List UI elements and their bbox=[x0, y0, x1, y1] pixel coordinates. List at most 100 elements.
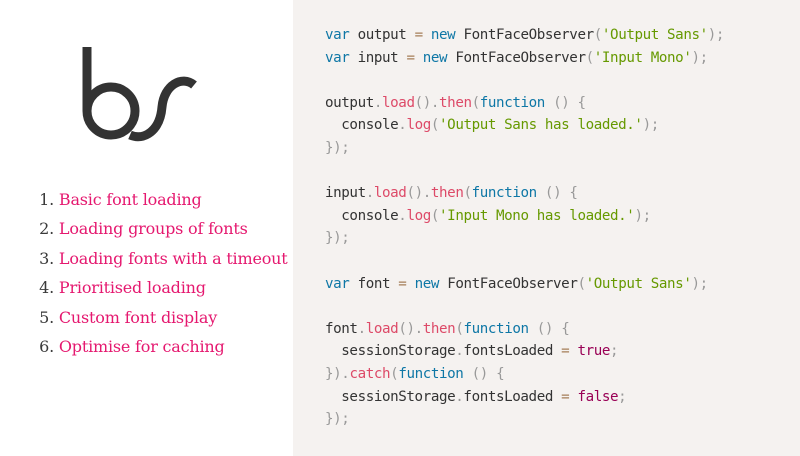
code-token: ; bbox=[642, 207, 652, 224]
code-line bbox=[325, 295, 724, 318]
code-line: input.load().then(function () { bbox=[325, 182, 724, 205]
code-line: sessionStorage.fontsLoaded = true; bbox=[325, 340, 724, 363]
code-token: (). bbox=[398, 320, 423, 337]
nav-item-link[interactable]: Optimise for caching bbox=[58, 336, 225, 356]
code-token: then bbox=[430, 185, 464, 202]
code-line: var input = new FontFaceObserver('Input … bbox=[325, 47, 724, 70]
code-token: ; bbox=[610, 343, 619, 360]
nav-item-link[interactable]: Prioritised loading bbox=[58, 278, 206, 298]
code-block: var output = new FontFaceObserver('Outpu… bbox=[325, 24, 724, 431]
code-token: load bbox=[373, 185, 407, 202]
code-token: input bbox=[325, 185, 366, 202]
code-token: ( bbox=[471, 94, 481, 111]
code-line: console.log('Output Sans has loaded.'); bbox=[325, 114, 724, 137]
code-token: { bbox=[577, 94, 587, 111]
code-token: () bbox=[544, 185, 562, 202]
code-token: FontFaceObserver bbox=[447, 49, 586, 66]
code-token: then bbox=[422, 320, 456, 337]
code-token: ; bbox=[618, 388, 627, 405]
nav-item-number: 5. bbox=[39, 307, 54, 327]
code-token bbox=[463, 366, 471, 382]
code-token: var bbox=[325, 49, 350, 66]
code-line: sessionStorage.fontsLoaded = false; bbox=[325, 386, 724, 409]
code-token: new bbox=[430, 27, 456, 43]
code-token: log bbox=[406, 207, 431, 224]
nav-item-link[interactable]: Loading fonts with a timeout bbox=[58, 248, 288, 268]
nav-item-5[interactable]: 5. Custom font display bbox=[30, 308, 287, 337]
nav-item-3[interactable]: 3. Loading fonts with a timeout bbox=[30, 248, 288, 278]
code-token: ; bbox=[650, 117, 660, 134]
code-token: ) bbox=[691, 275, 700, 292]
code-token bbox=[545, 95, 553, 111]
nav-item-6[interactable]: 6. Optimise for caching bbox=[30, 337, 287, 366]
code-token: () bbox=[553, 94, 570, 111]
code-token: ; bbox=[715, 27, 725, 43]
code-token: FontFaceObserver bbox=[439, 275, 578, 292]
code-token bbox=[488, 366, 496, 382]
code-token: (). bbox=[414, 94, 440, 111]
code-token: 'Output Sans' bbox=[585, 275, 692, 292]
nav-item-4[interactable]: 4. Prioritised loading bbox=[30, 278, 287, 307]
code-token: var bbox=[325, 275, 350, 292]
code-line bbox=[325, 69, 724, 92]
nav-item-link[interactable]: Loading groups of fonts bbox=[58, 219, 248, 239]
code-token: ( bbox=[593, 27, 603, 43]
code-token: function bbox=[479, 94, 546, 111]
code-token: ( bbox=[430, 117, 440, 134]
code-token: fontsLoaded bbox=[463, 388, 562, 405]
code-token: . bbox=[365, 185, 375, 202]
code-token: load bbox=[382, 94, 415, 111]
code-token bbox=[415, 50, 423, 66]
code-token: ) bbox=[691, 49, 700, 66]
code-line: }); bbox=[325, 137, 724, 160]
nav-item-number: 4. bbox=[39, 278, 54, 298]
code-token bbox=[529, 321, 537, 337]
code-token: ( bbox=[455, 320, 464, 337]
code-token: ( bbox=[577, 275, 586, 292]
code-token: { bbox=[561, 320, 570, 337]
code-token: 'Output Sans has loaded.' bbox=[439, 117, 643, 134]
code-token: () bbox=[536, 320, 554, 337]
code-token: then bbox=[439, 94, 472, 111]
nav-item-link[interactable]: Basic font loading bbox=[58, 190, 202, 209]
code-token: . bbox=[455, 343, 464, 360]
nav-item-link[interactable]: Custom font display bbox=[58, 307, 218, 327]
code-token: ( bbox=[430, 207, 440, 224]
code-token: false bbox=[577, 388, 619, 405]
code-token: catch bbox=[349, 365, 391, 382]
code-token: () bbox=[471, 365, 489, 382]
code-token: ) bbox=[707, 27, 717, 43]
code-token: ( bbox=[390, 365, 399, 382]
code-token: new bbox=[422, 49, 448, 66]
code-token: FontFaceObserver bbox=[455, 27, 594, 43]
code-token: 'Output Sans' bbox=[601, 27, 708, 43]
code-token: 'Input Mono has loaded.' bbox=[439, 207, 635, 224]
code-token bbox=[537, 185, 545, 201]
code-token: console bbox=[325, 117, 399, 134]
code-token: = bbox=[414, 27, 424, 43]
code-token: sessionStorage bbox=[325, 343, 456, 360]
code-token: = bbox=[398, 275, 407, 292]
code-token: }). bbox=[325, 365, 350, 382]
nav-item-number: 1. bbox=[39, 190, 54, 209]
code-token: function bbox=[471, 185, 538, 202]
code-token: ( bbox=[585, 49, 595, 66]
code-line: }); bbox=[325, 408, 724, 431]
code-token: ; bbox=[699, 275, 709, 292]
code-token: input bbox=[349, 49, 407, 66]
nav-item-number: 6. bbox=[39, 336, 54, 356]
code-token: font bbox=[349, 275, 399, 292]
code-token: output bbox=[325, 94, 374, 111]
code-token: function bbox=[463, 320, 529, 337]
code-token: = bbox=[561, 343, 570, 360]
nav-item-2[interactable]: 2. Loading groups of fonts bbox=[30, 219, 287, 248]
code-token: . bbox=[398, 207, 407, 224]
code-token: ( bbox=[463, 185, 472, 202]
code-token: function bbox=[398, 365, 464, 382]
code-token: { bbox=[496, 365, 505, 382]
code-token: (). bbox=[406, 185, 431, 202]
code-token: new bbox=[414, 275, 440, 292]
nav-item-1[interactable]: 1. Basic font loading bbox=[30, 190, 287, 219]
code-line: console.log('Input Mono has loaded.'); bbox=[325, 205, 724, 228]
